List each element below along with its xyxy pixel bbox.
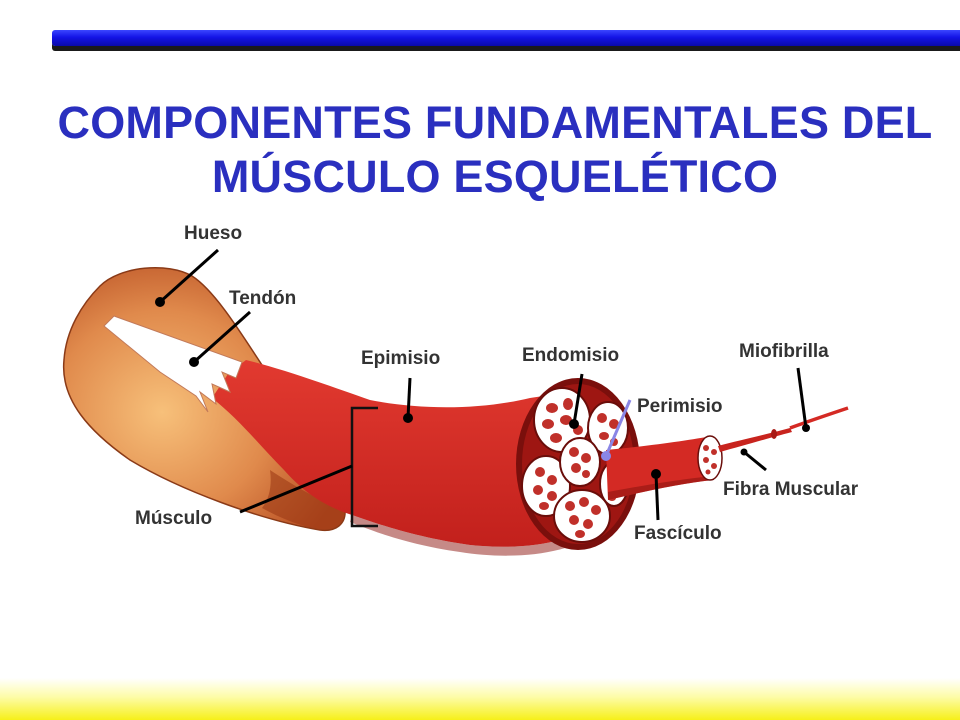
label-tendon: Tendón	[229, 288, 296, 309]
diagram-labels: Hueso Tendón Epimisio Endomisio Miofibri…	[135, 223, 859, 544]
label-hueso: Hueso	[184, 223, 242, 244]
perimisio-pointer	[601, 399, 632, 461]
hueso-pointer	[155, 248, 220, 307]
leader-lines	[155, 248, 810, 521]
top-accent-bar	[52, 30, 960, 46]
fascicle-tube	[606, 435, 723, 500]
label-endomisio: Endomisio	[522, 345, 619, 366]
muscle-cross-section	[516, 378, 640, 550]
label-perimisio: Perimisio	[637, 396, 723, 417]
slide-title: COMPONENTES FUNDAMENTALES DEL MÚSCULO ES…	[0, 96, 960, 204]
tendon-pointer	[189, 310, 251, 367]
fasciculo-pointer	[651, 469, 661, 521]
label-miofibrilla: Miofibrilla	[739, 341, 829, 362]
label-fasciculo: Fascículo	[634, 523, 722, 544]
muscle-fiber-strand	[718, 406, 849, 452]
fibra-muscular-pointer	[740, 448, 767, 472]
label-musculo: Músculo	[135, 508, 212, 529]
miofibrilla-pointer	[796, 367, 810, 432]
musculo-pointer	[239, 464, 353, 514]
title-line-1: COMPONENTES FUNDAMENTALES DEL	[57, 97, 933, 149]
muscle-belly	[212, 360, 600, 556]
label-fibra-muscular: Fibra Muscular	[723, 479, 859, 500]
epimisio-pointer	[403, 377, 413, 423]
label-epimisio: Epimisio	[361, 348, 440, 369]
bottom-accent-band	[0, 678, 960, 720]
endomisio-pointer	[569, 373, 584, 429]
tendon-shape	[103, 315, 243, 413]
title-line-2: MÚSCULO ESQUELÉTICO	[211, 151, 779, 203]
